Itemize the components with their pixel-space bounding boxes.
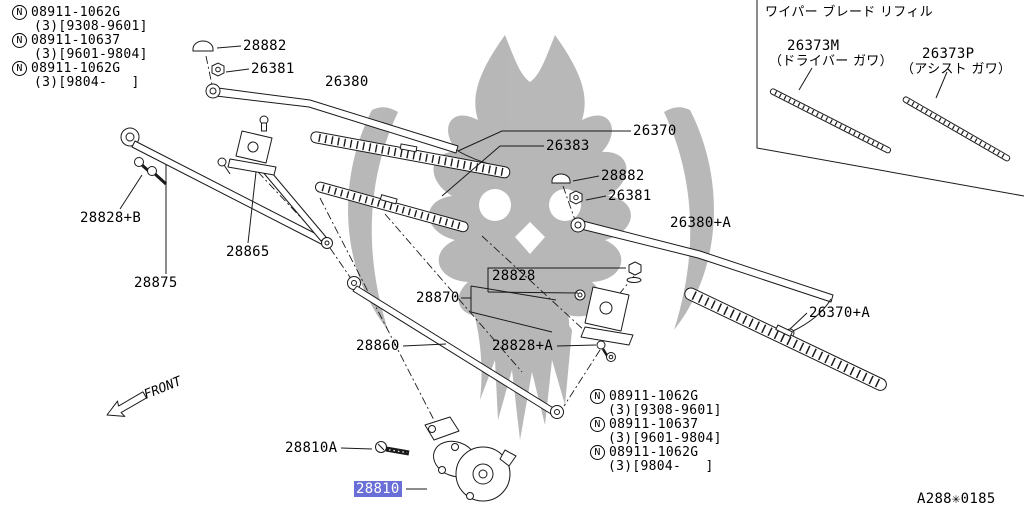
fastener-note-row: N 08911-1062G [12,61,120,77]
fastener-part-number[interactable]: 08911-1062G [609,445,699,460]
part-label-nuts-left[interactable]: 28828+B [80,210,142,226]
n-circle-icon: N [590,417,605,432]
linkage-rod-short-art [261,166,333,249]
fastener-note-range: (3)[9308-9601] [34,19,148,34]
part-label-nuts-center[interactable]: 28828 [492,268,536,284]
wiper-blade-left-lower-art [314,181,469,233]
part-label-cap-left[interactable]: 28882 [243,38,287,54]
fastener-note-row: N 08911-10637 [590,417,698,433]
refill-blade-assist-art [902,96,1011,162]
wiper-blade-right-art [684,287,887,391]
refill-panel-title: ワイパー ブレード リフィル [765,5,933,20]
front-arrow-icon [106,391,147,417]
pivot-cap-left-art [192,40,214,52]
fastener-part-number[interactable]: 08911-1062G [31,61,121,76]
wiper-motor-art [424,416,517,502]
n-circle-icon: N [12,33,27,48]
pivot-nut-left-art [211,62,225,77]
part-label-pivot-assembly-left[interactable]: 28865 [226,244,270,260]
diagram-reference-code: A288✳0185 [917,491,996,507]
front-direction-label: FRONT [142,374,185,403]
wiper-blade-left-art [310,131,511,179]
connecting-rod-art [347,276,564,419]
part-label-pivot-nut-right[interactable]: 26381 [608,188,652,204]
part-label-pivot-assembly-center[interactable]: 28870 [416,290,460,306]
part-label-nuts-lower[interactable]: 28828+A [492,338,554,354]
part-label-wiper-arm-right[interactable]: 26380+A [670,215,732,231]
fastener-part-number[interactable]: 08911-1062G [31,5,121,20]
fastener-note-row: N 08911-10637 [12,33,120,49]
linkage-rod-main-art [131,140,331,248]
part-label-cap-right[interactable]: 28882 [601,168,645,184]
pivot-nut-right-art [569,190,583,205]
n-circle-icon: N [590,445,605,460]
motor-bolt-art [375,441,410,456]
part-label-linkage-assembly[interactable]: 28875 [134,275,178,291]
n-circle-icon: N [590,389,605,404]
part-label-pivot-nut-left[interactable]: 26381 [251,61,295,77]
n-circle-icon: N [12,61,27,76]
fastener-note-range: (3)[9601-9804] [34,47,148,62]
fastener-note-row: N 08911-1062G [12,5,120,21]
part-label-wiper-blade-left[interactable]: 26370 [633,123,677,139]
pivot-assembly-left-art [217,115,277,176]
fastener-part-number[interactable]: 08911-1062G [609,389,699,404]
watermark-graphic [348,35,714,440]
part-label-wiper-blade-right[interactable]: 26370+A [809,305,871,321]
fastener-note-range: (3)[9308-9601] [608,403,722,418]
mounting-screws-left-art [134,157,168,186]
pivot-cap-right-art [551,173,571,184]
refill-driver-note: （ドライバー ガワ） [769,54,893,69]
assembly-alignment-lines [205,55,635,425]
refill-assist-note: （アシスト ガワ） [901,62,1012,77]
fastener-part-number[interactable]: 08911-10637 [609,417,699,432]
part-label-refill-assist[interactable]: 26373P [922,46,975,62]
fastener-note-range: (3)[9804- ] [34,75,140,90]
part-label-wiper-motor[interactable]: 28810 [354,481,402,497]
pivot-assembly-center-art [574,261,642,362]
part-label-wiper-blade-left-lower[interactable]: 26383 [546,138,590,154]
part-label-motor-bolt[interactable]: 28810A [285,440,338,456]
fastener-note-row: N 08911-1062G [590,389,698,405]
refill-panel-border [756,0,1024,197]
part-label-connecting-rod[interactable]: 28860 [356,338,400,354]
fastener-note-row: N 08911-1062G [590,445,698,461]
fastener-note-range: (3)[9601-9804] [608,431,722,446]
wiper-arm-left-art [205,83,498,167]
part-label-wiper-arm-left[interactable]: 26380 [325,74,369,90]
fastener-part-number[interactable]: 08911-10637 [31,33,121,48]
n-circle-icon: N [12,5,27,20]
part-label-refill-driver[interactable]: 26373M [787,38,840,54]
refill-blade-driver-art [769,88,892,154]
leader-lines [119,45,948,490]
fastener-note-range: (3)[9804- ] [608,459,714,474]
